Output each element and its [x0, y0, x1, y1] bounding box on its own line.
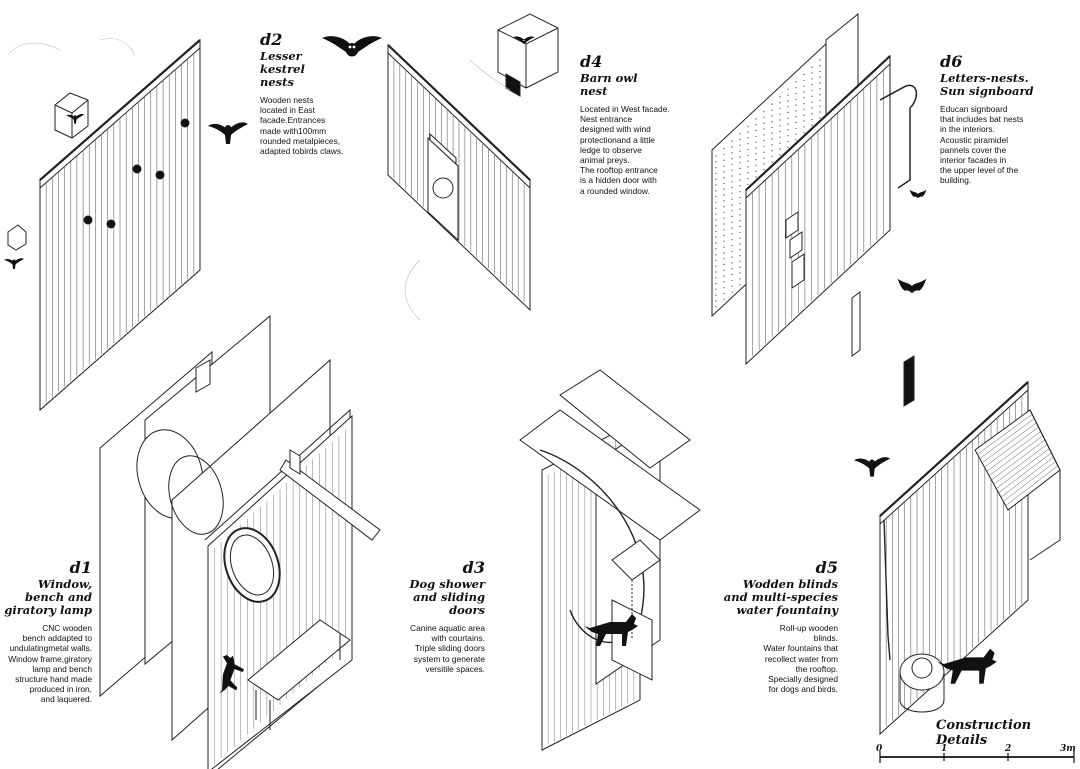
bat-icon [897, 278, 927, 294]
detail-code: d4 [580, 52, 603, 71]
detail-title: Window, bench and giratory lamp [4, 577, 92, 617]
detail-code: d6 [940, 52, 963, 71]
scale-tick-label: 0 [876, 744, 883, 754]
bird-icon [854, 457, 890, 477]
detail-d1: d1 Window, bench and giratory lamp CNC w… [0, 558, 92, 705]
construction-details-title: Construction Details [936, 718, 1032, 748]
detail-d5: d5 Wodden blinds and multi-species water… [720, 558, 838, 694]
bird-icon [4, 258, 24, 269]
detail-title: Letters-nests. Sun signboard [940, 71, 1034, 98]
scale-tick-label: 1 [941, 744, 948, 754]
panel-d4 [387, 13, 559, 321]
bird-icon [208, 122, 248, 144]
detail-description: Located in West facade. Nest entrance de… [580, 104, 670, 196]
detail-code: d3 [462, 558, 485, 577]
detail-d3: d3 Dog shower and sliding doors Canine a… [385, 558, 485, 674]
bat-icon [909, 189, 927, 199]
detail-d6: d6 Letters-nests. Sun signboard Educan s… [940, 52, 1070, 186]
detail-code: d5 [815, 558, 838, 577]
detail-title: Barn owl nest [580, 71, 638, 98]
detail-description: Canine aquatic area with courtains. Trip… [410, 623, 485, 674]
scale-tick-label: 3m [1060, 744, 1076, 754]
scale-tick-label: 2 [1005, 744, 1012, 754]
detail-d4: d4 Barn owl nest Located in West facade.… [580, 52, 700, 196]
detail-description: CNC wooden bench addapted to undulatingm… [8, 623, 92, 705]
detail-title: Wodden blinds and multi-species water fo… [723, 577, 838, 617]
detail-description: Roll-up wooden blinds. Water fountains t… [763, 623, 838, 695]
panel-d3 [519, 369, 701, 751]
detail-title: Lesser kestrel nests [260, 49, 305, 89]
detail-description: Educan signboard that includes bat nests… [940, 104, 1024, 186]
panel-d5 [879, 380, 1061, 736]
panel-d2 [7, 38, 201, 412]
detail-d2: d2 Lesser kestrel nests Wooden nests loc… [260, 30, 380, 156]
detail-code: d2 [260, 30, 283, 49]
detail-code: d1 [69, 558, 92, 577]
panel-d1 [99, 314, 381, 769]
detail-description: Wooden nests located in East facade.Entr… [260, 95, 344, 157]
panel-d6 [711, 12, 918, 407]
detail-title: Dog shower and sliding doors [409, 577, 485, 617]
scale-bar [879, 751, 1075, 763]
